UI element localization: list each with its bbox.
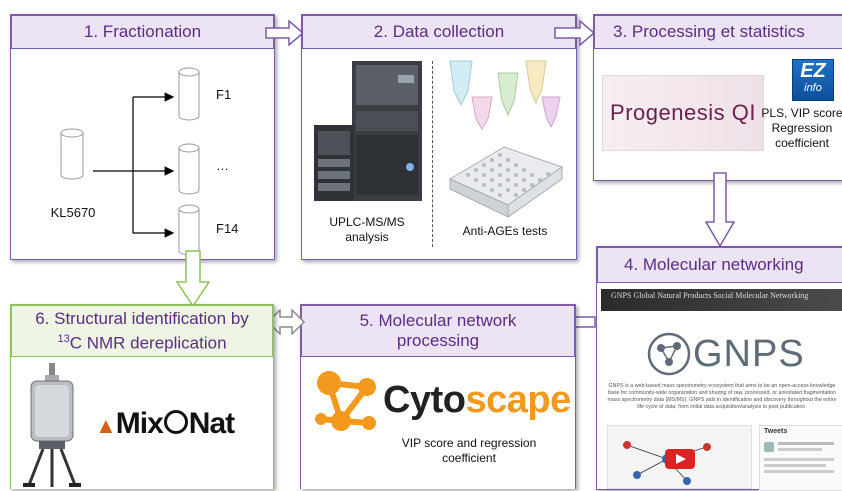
eppendorf-tubes-image [449,60,561,130]
gnps-banner: GNPS Global Natural Products Social Mole… [601,289,842,311]
source-label: KL5670 [50,205,96,220]
arrow-right-icon [554,20,596,46]
fraction-label: F1 [216,87,232,102]
panel-divider [432,61,433,247]
network-processing-caption: VIP score and regression coefficient [401,436,537,465]
gnps-tweets-panel: Tweets [759,425,842,491]
well-plate-image [448,146,564,218]
arrow-right-icon [265,20,305,46]
tweet-avatar [764,442,774,452]
fraction-vial-icon [178,204,200,256]
panel-title-fractionation: 1. Fractionation [11,15,274,49]
panel-networking: 4. Molecular networking GNPS Global Natu… [596,246,842,491]
panel-processing: 3. Processing et statistics Progenesis Q… [593,14,842,181]
fraction-label: … [216,158,229,173]
fraction-vial-icon [178,143,200,195]
progenesis-logo: Progenesis QI [602,75,764,151]
anti-ages-caption: Anti-AGEs tests [462,224,548,238]
arrow-down-icon [176,250,210,308]
gnps-network-icon [647,332,691,376]
panel-structural: 6. Structural identification by 13C NMR … [10,304,274,489]
panel-title-networking: 4. Molecular networking [597,247,842,283]
processing-caption: PLS, VIP score Regression coefficient [761,106,842,150]
panel-title-network-processing: 5. Molecular network processing [301,305,575,357]
source-vial-icon [60,128,84,180]
gnps-description: GNPS is a web-based mass spectrometry ec… [607,383,837,410]
panel-title-data-collection: 2. Data collection [302,15,576,49]
panel-fractionation: 1. Fractionation KL5670 [10,14,275,260]
panel-title-structural: 6. Structural identification by 13C NMR … [11,305,273,357]
tweets-label: Tweets [764,428,788,435]
fraction-label: F14 [216,221,239,236]
panel-data-collection: 2. Data collection [301,14,577,260]
mixonat-o-icon [163,410,188,434]
cytoscape-logo-text: Cytoscape [383,379,571,421]
uplc-instrument-image [314,61,422,201]
arrow-bidirectional-icon [266,309,306,335]
uplc-caption: UPLC-MS/MS analysis [329,215,405,244]
gnps-video-thumbnail [607,425,752,489]
nmr-spectrometer-image [23,363,81,487]
mixonat-flame-icon: ▲ [95,413,117,438]
cytoscape-icon [315,371,376,431]
ezinfo-logo: EZ info [792,59,834,101]
panel-network-processing: 5. Molecular network processing Cytoscap… [300,304,576,489]
gnps-logo-text: GNPS [693,333,805,375]
arrow-down-icon [705,172,735,248]
panel-title-processing: 3. Processing et statistics [594,15,842,49]
fraction-vial-icon [178,67,200,121]
